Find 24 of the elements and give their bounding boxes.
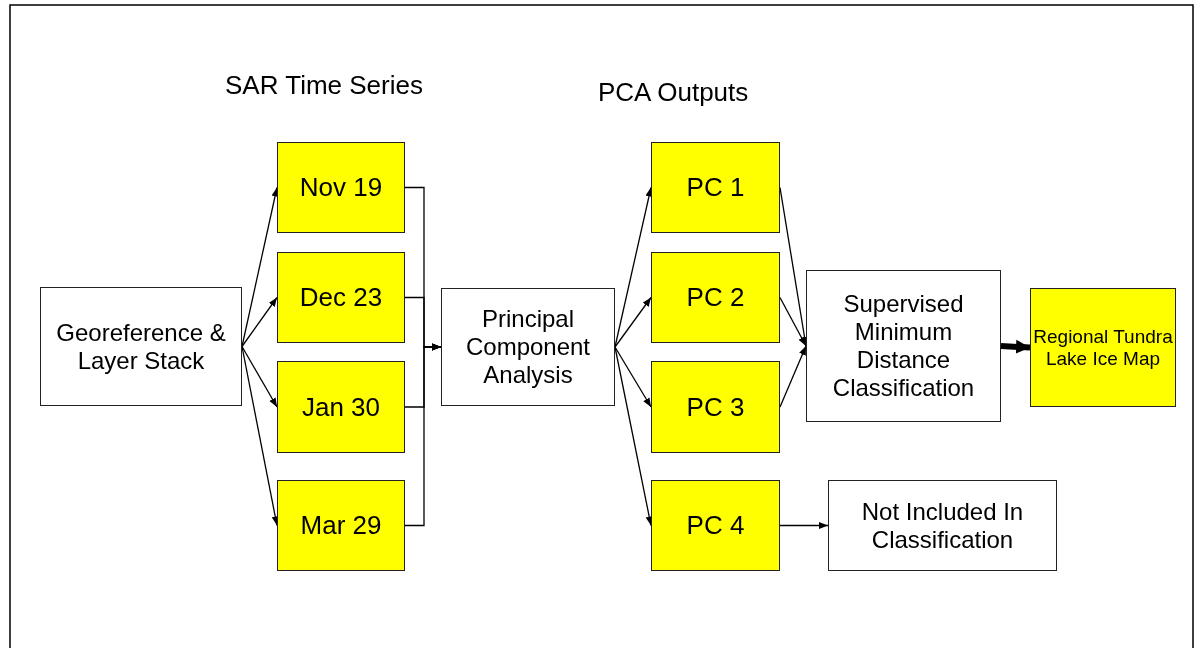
arrow bbox=[241, 296, 278, 348]
date-box: Nov 19 bbox=[277, 142, 405, 233]
arrow bbox=[1000, 339, 1031, 354]
output-box: Regional Tundra Lake Ice Map bbox=[1030, 288, 1176, 407]
arrow bbox=[779, 345, 807, 408]
arrow bbox=[241, 345, 278, 408]
column-heading: PCA Outputs bbox=[598, 77, 749, 108]
arrow bbox=[404, 343, 442, 527]
arrow bbox=[614, 296, 652, 348]
arrow bbox=[779, 521, 829, 530]
date-box: Mar 29 bbox=[277, 480, 405, 571]
column-heading: SAR Time Series bbox=[225, 70, 423, 101]
component-box: PC 4 bbox=[651, 480, 780, 571]
arrow bbox=[779, 296, 807, 347]
component-box: PC 2 bbox=[651, 252, 780, 343]
component-box: PC 1 bbox=[651, 142, 780, 233]
date-box: Jan 30 bbox=[277, 361, 405, 453]
process-box: Georeference & Layer Stack bbox=[40, 287, 242, 406]
process-box: Principal Component Analysis bbox=[441, 288, 615, 406]
process-box: Supervised Minimum Distance Classification bbox=[806, 270, 1001, 422]
date-box: Dec 23 bbox=[277, 252, 405, 343]
note-box: Not Included In Classification bbox=[828, 480, 1057, 571]
arrow bbox=[614, 346, 652, 408]
component-box: PC 3 bbox=[651, 361, 780, 453]
